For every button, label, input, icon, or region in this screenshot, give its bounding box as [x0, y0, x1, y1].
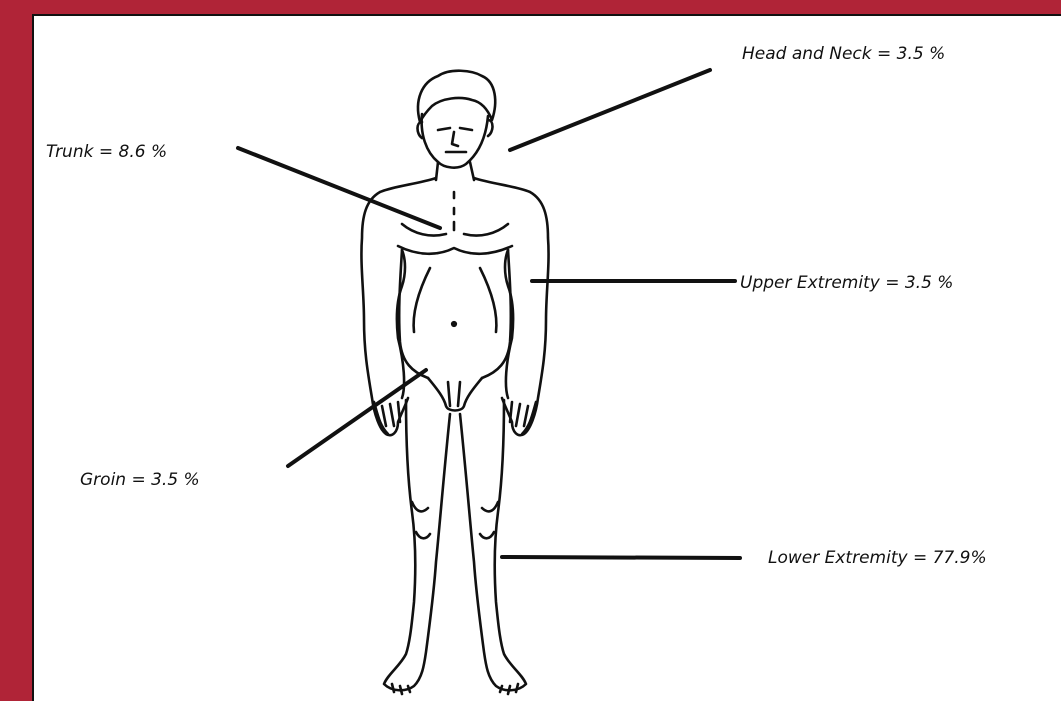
- label-groin: Groin = 3.5 %: [80, 470, 200, 490]
- leader-lower-extremity: [502, 557, 740, 558]
- groin: [428, 378, 482, 411]
- leader-head-neck: [510, 70, 710, 150]
- body-diagram: [34, 16, 1061, 701]
- human-body-figure: [361, 71, 548, 694]
- navel: [452, 322, 456, 326]
- leader-trunk: [238, 148, 440, 228]
- diagram-panel: Head and Neck = 3.5 % Trunk = 8.6 % Uppe…: [32, 14, 1061, 701]
- eye-right: [460, 128, 472, 130]
- groin-detail: [448, 382, 460, 406]
- pec-right: [464, 224, 508, 236]
- hair: [418, 71, 495, 122]
- label-lower-extremity: Lower Extremity = 77.9%: [768, 548, 987, 568]
- nose: [452, 132, 458, 146]
- head-outline: [422, 114, 488, 168]
- ear-right: [488, 120, 493, 136]
- leader-lines: [238, 70, 740, 558]
- label-head-neck: Head and Neck = 3.5 %: [742, 44, 945, 64]
- leg-left: [384, 400, 450, 690]
- chest-line: [398, 246, 512, 254]
- label-upper-extremity: Upper Extremity = 3.5 %: [740, 273, 953, 293]
- label-trunk: Trunk = 8.6 %: [46, 142, 167, 162]
- eye-left: [438, 128, 450, 130]
- leg-right: [460, 400, 526, 690]
